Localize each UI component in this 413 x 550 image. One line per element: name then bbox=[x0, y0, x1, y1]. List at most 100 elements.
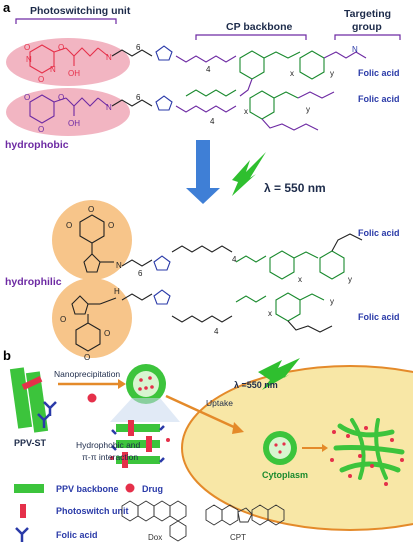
release-arrowhead bbox=[322, 444, 328, 452]
label-hydrophobic: hydrophobic bbox=[5, 139, 69, 151]
legend-photoswitch: Photoswitch unit bbox=[56, 506, 129, 516]
ppv-st-polymer bbox=[9, 367, 57, 433]
atom-o-top-2: O bbox=[58, 43, 64, 52]
sub-x-bot: x bbox=[244, 107, 248, 116]
wavelength-a: λ = 550 nm bbox=[264, 181, 326, 195]
label-hydrophilic: hydrophilic bbox=[5, 276, 62, 288]
atom-o-z5: O bbox=[104, 329, 110, 338]
drug-dot-b bbox=[87, 393, 97, 403]
hydrophilic-blob-bottom bbox=[52, 278, 132, 358]
sub-y-top: y bbox=[330, 69, 334, 78]
uptake-arrowhead bbox=[232, 422, 244, 434]
sub-y-bot: y bbox=[306, 105, 310, 114]
label-nanoprecipitation: Nanoprecipitation bbox=[54, 369, 120, 379]
panel-b-label: b bbox=[3, 348, 11, 363]
sub-x-fourth: x bbox=[268, 309, 272, 318]
released-drugs bbox=[330, 426, 404, 486]
atom-o-bot-1: O bbox=[24, 93, 30, 102]
folic-acid-bottom-2: Folic acid bbox=[358, 312, 400, 322]
polymer-chain-bottom bbox=[111, 89, 335, 131]
atom-o-bot-3: O bbox=[38, 125, 44, 134]
photoswitch-structure-top bbox=[29, 44, 109, 74]
atom-o-z6: O bbox=[84, 353, 90, 362]
legend-drug: Drug bbox=[142, 484, 163, 494]
photoswitch-structure-bottom bbox=[29, 94, 109, 124]
light-arrow bbox=[186, 140, 220, 204]
photoswitching-bracket bbox=[15, 18, 117, 24]
uptake-arrow bbox=[165, 394, 237, 430]
atom-n-top-1: N bbox=[26, 55, 32, 64]
label-uptake: Uptake bbox=[206, 398, 233, 408]
label-cytoplasm: Cytoplasm bbox=[262, 470, 308, 480]
legend-drug-swatch bbox=[125, 483, 135, 493]
label-cpt: CPT bbox=[230, 533, 246, 542]
stacked-layers bbox=[110, 420, 170, 468]
atom-n-bot: N bbox=[106, 103, 112, 112]
hydrophilic-blob-top bbox=[52, 200, 132, 280]
nanoparticle-drugs bbox=[138, 376, 154, 391]
atom-n-top-2: N bbox=[50, 65, 56, 74]
lightning-icon-b bbox=[258, 358, 300, 390]
sub-y-third: y bbox=[348, 275, 352, 284]
cp-backbone-bracket bbox=[195, 34, 307, 40]
cell-nanoparticle-drugs bbox=[274, 442, 286, 454]
sub-4-bot: 4 bbox=[210, 117, 215, 126]
folic-acid-bottom-1: Folic acid bbox=[358, 228, 400, 238]
folic-acid-top-2: Folic acid bbox=[358, 94, 400, 104]
zwitterion-structure-top bbox=[79, 214, 114, 273]
sub-6-third: 6 bbox=[138, 269, 143, 278]
atom-o-z1: O bbox=[66, 221, 72, 230]
sub-y-fourth: y bbox=[330, 297, 334, 306]
header-targeting-line2: group bbox=[352, 21, 382, 33]
polymer-chain-fourth bbox=[121, 289, 333, 333]
dox-structure bbox=[121, 500, 187, 542]
zwitterion-structure-bottom bbox=[71, 295, 117, 352]
legend-folic-swatch bbox=[15, 527, 29, 542]
atom-o-z4: O bbox=[60, 315, 66, 324]
header-cp-backbone: CP backbone bbox=[226, 21, 292, 33]
label-dox: Dox bbox=[148, 533, 162, 542]
atom-o-z3: O bbox=[88, 205, 94, 214]
sub-6-bot: 6 bbox=[136, 93, 141, 102]
label-ppv-st: PPV-ST bbox=[14, 438, 47, 448]
cpt-structure bbox=[205, 504, 285, 526]
nanoparticle-core bbox=[133, 371, 159, 397]
sub-4-third: 4 bbox=[232, 255, 237, 264]
header-targeting-line1: Targeting bbox=[344, 8, 391, 20]
polymer-chain-top bbox=[111, 45, 367, 97]
sub-x-top: x bbox=[290, 69, 294, 78]
folic-acid-top-1: Folic acid bbox=[358, 68, 400, 78]
sub-4-fourth: 4 bbox=[214, 327, 219, 336]
released-fibers bbox=[333, 418, 405, 480]
atom-o-top-3: O bbox=[38, 75, 44, 84]
atom-h-z: H bbox=[114, 287, 120, 296]
atom-n-folic-top: N bbox=[352, 45, 358, 54]
atom-o-z2: O bbox=[108, 221, 114, 230]
wavelength-b: λ =550 nm bbox=[234, 380, 278, 390]
photoswitch-blob-bottom bbox=[6, 88, 130, 136]
sub-x-third: x bbox=[298, 275, 302, 284]
polymer-chain-third bbox=[121, 233, 363, 280]
targeting-bracket bbox=[334, 34, 401, 40]
atom-o-bot-2: O bbox=[58, 93, 64, 102]
label-pi-interaction: π-π interaction bbox=[82, 452, 138, 462]
legend-ppv: PPV backbone bbox=[56, 484, 119, 494]
atom-n-z1: N bbox=[116, 261, 122, 270]
legend-photoswitch-swatch bbox=[20, 504, 26, 518]
label-hydrophobic-and: Hydrophobic and bbox=[76, 440, 141, 450]
cell-body bbox=[181, 365, 413, 531]
atom-oh-bot: OH bbox=[68, 119, 80, 128]
photoswitch-blob-top bbox=[6, 38, 130, 86]
panel-a-label: a bbox=[3, 0, 11, 15]
zoom-cone bbox=[110, 398, 180, 422]
sub-6-top: 6 bbox=[136, 43, 141, 52]
atom-oh-top: OH bbox=[68, 69, 80, 78]
lightning-icon bbox=[232, 152, 266, 196]
legend-folic: Folic acid bbox=[56, 530, 98, 540]
cell-nanoparticle-core bbox=[269, 437, 291, 459]
legend-ppv-swatch bbox=[14, 484, 44, 493]
header-photoswitching: Photoswitching unit bbox=[30, 5, 131, 17]
atom-n-top-3: N bbox=[106, 53, 112, 62]
atom-o-top-1: O bbox=[24, 43, 30, 52]
